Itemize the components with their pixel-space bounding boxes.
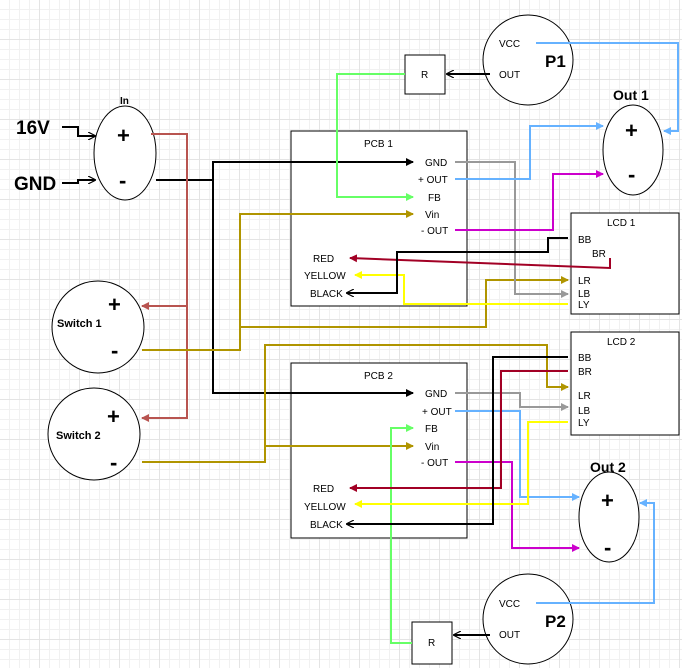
in-terminal-circle xyxy=(93,105,157,201)
p1-title: P1 xyxy=(545,52,566,71)
p2-out: OUT xyxy=(499,630,520,641)
wire-switch2-lcd2-lr xyxy=(264,344,569,446)
pcb1-led-red: RED xyxy=(313,254,334,265)
wire-lcd1-br-red xyxy=(349,254,611,270)
out2-terminal-circle xyxy=(578,471,640,563)
wire-16v-in xyxy=(62,126,95,136)
pcb2-pin-gnd: GND xyxy=(425,389,447,400)
resistor-r1 xyxy=(404,54,446,95)
wire-p1-vcc-out1 xyxy=(536,42,679,135)
lcd2-pin-lr: LR xyxy=(578,391,591,402)
r2-label: R xyxy=(428,638,435,649)
wire-supply-switch2 xyxy=(141,306,188,422)
wire-p2-vcc-out2 xyxy=(536,499,655,604)
lcd1-pin-br: BR xyxy=(592,249,606,260)
wire-gnd-bus-pcb2 xyxy=(212,180,414,397)
lcd1-pin-bb: BB xyxy=(578,235,592,246)
wire-lcd2-ly-yellow xyxy=(354,421,568,508)
wire-pcb2-plus-out2 xyxy=(455,410,580,501)
p1-circle xyxy=(482,14,574,106)
wire-r2-fb-pcb2 xyxy=(390,424,414,644)
wire-lcd2-br-red xyxy=(349,370,568,492)
pcb2-pin-fb: FB xyxy=(425,424,438,435)
wire-switch2-vin-pcb2 xyxy=(142,442,414,463)
pcb2-led-red: RED xyxy=(313,484,334,495)
wire-pcb1-minus-out1 xyxy=(455,170,604,231)
lcd1-pin-lr: LR xyxy=(578,276,591,287)
switch1-plus: + xyxy=(108,292,121,317)
lcd2-pin-lb: LB xyxy=(578,406,591,417)
pcb1-pin-minus-out: - OUT xyxy=(421,226,448,237)
pcb1-led-black: BLACK xyxy=(310,289,343,300)
wire-r1-fb-pcb1 xyxy=(336,73,414,201)
p2-title: P2 xyxy=(545,612,566,631)
out1-plus: + xyxy=(625,118,638,143)
pcb1-box xyxy=(290,130,468,307)
out2-plus: + xyxy=(601,488,614,513)
lcd2-pin-bb: BB xyxy=(578,353,592,364)
pcb1-led-yellow: YELLOW xyxy=(304,271,346,282)
wire-switch1-vin-pcb1 xyxy=(142,210,414,351)
wire-gnd-in xyxy=(62,180,95,184)
in-minus: - xyxy=(119,168,126,193)
in-title: In xyxy=(120,96,129,107)
lcd1-pin-ly: LY xyxy=(578,300,590,311)
switch2-label: Switch 2 xyxy=(56,430,101,442)
label-gnd: GND xyxy=(14,174,56,195)
switch1-label: Switch 1 xyxy=(57,318,102,330)
pcb1-title: PCB 1 xyxy=(364,139,393,150)
pcb2-title: PCB 2 xyxy=(364,371,393,382)
wire-lcd1-ly-yellow xyxy=(354,271,568,305)
out1-terminal-circle xyxy=(602,104,664,196)
wire-pcb1-gnd-lcd1-lb xyxy=(455,161,569,298)
pcb2-pin-minus-out: - OUT xyxy=(421,458,448,469)
out1-minus: - xyxy=(628,162,635,187)
pcb1-pin-plus-out: + OUT xyxy=(418,175,448,186)
lcd2-box xyxy=(570,331,680,436)
p2-circle xyxy=(482,573,574,665)
wire-lcd2-bb-black xyxy=(347,356,568,524)
pcb2-pin-vin: Vin xyxy=(425,442,439,453)
out2-title: Out 2 xyxy=(590,459,626,475)
wire-gnd-bus xyxy=(156,158,414,181)
switch2-circle xyxy=(47,387,141,481)
out2-minus: - xyxy=(604,535,611,560)
out1-title: Out 1 xyxy=(613,87,649,103)
in-plus: + xyxy=(117,123,130,148)
pcb1-pin-gnd: GND xyxy=(425,158,447,169)
wire-supply-switch1 xyxy=(141,133,188,310)
pcb1-pin-fb: FB xyxy=(428,193,441,204)
switch2-plus: + xyxy=(107,404,120,429)
pcb2-led-black: BLACK xyxy=(310,520,343,531)
switch1-circle xyxy=(51,280,145,374)
lcd2-title: LCD 2 xyxy=(607,337,636,348)
wire-pcb2-gnd-lcd2-lb xyxy=(455,392,569,411)
switch2-minus: - xyxy=(110,450,117,475)
lcd1-pin-lb: LB xyxy=(578,289,591,300)
p1-out: OUT xyxy=(499,70,520,81)
p2-vcc: VCC xyxy=(499,599,520,610)
wire-lcd1-bb-black xyxy=(347,237,568,293)
wire-pcb1-plus-out1 xyxy=(455,122,604,180)
lcd1-title: LCD 1 xyxy=(607,218,636,229)
pcb1-pin-vin: Vin xyxy=(425,210,439,221)
lcd1-box xyxy=(570,212,680,315)
label-16v: 16V xyxy=(16,118,50,139)
pcb2-led-yellow: YELLOW xyxy=(304,502,346,513)
r1-label: R xyxy=(421,70,428,81)
lcd2-pin-ly: LY xyxy=(578,418,590,429)
pcb2-pin-plus-out: + OUT xyxy=(422,407,452,418)
p1-vcc: VCC xyxy=(499,39,520,50)
switch1-minus: - xyxy=(111,338,118,363)
lcd2-pin-br: BR xyxy=(578,367,592,378)
